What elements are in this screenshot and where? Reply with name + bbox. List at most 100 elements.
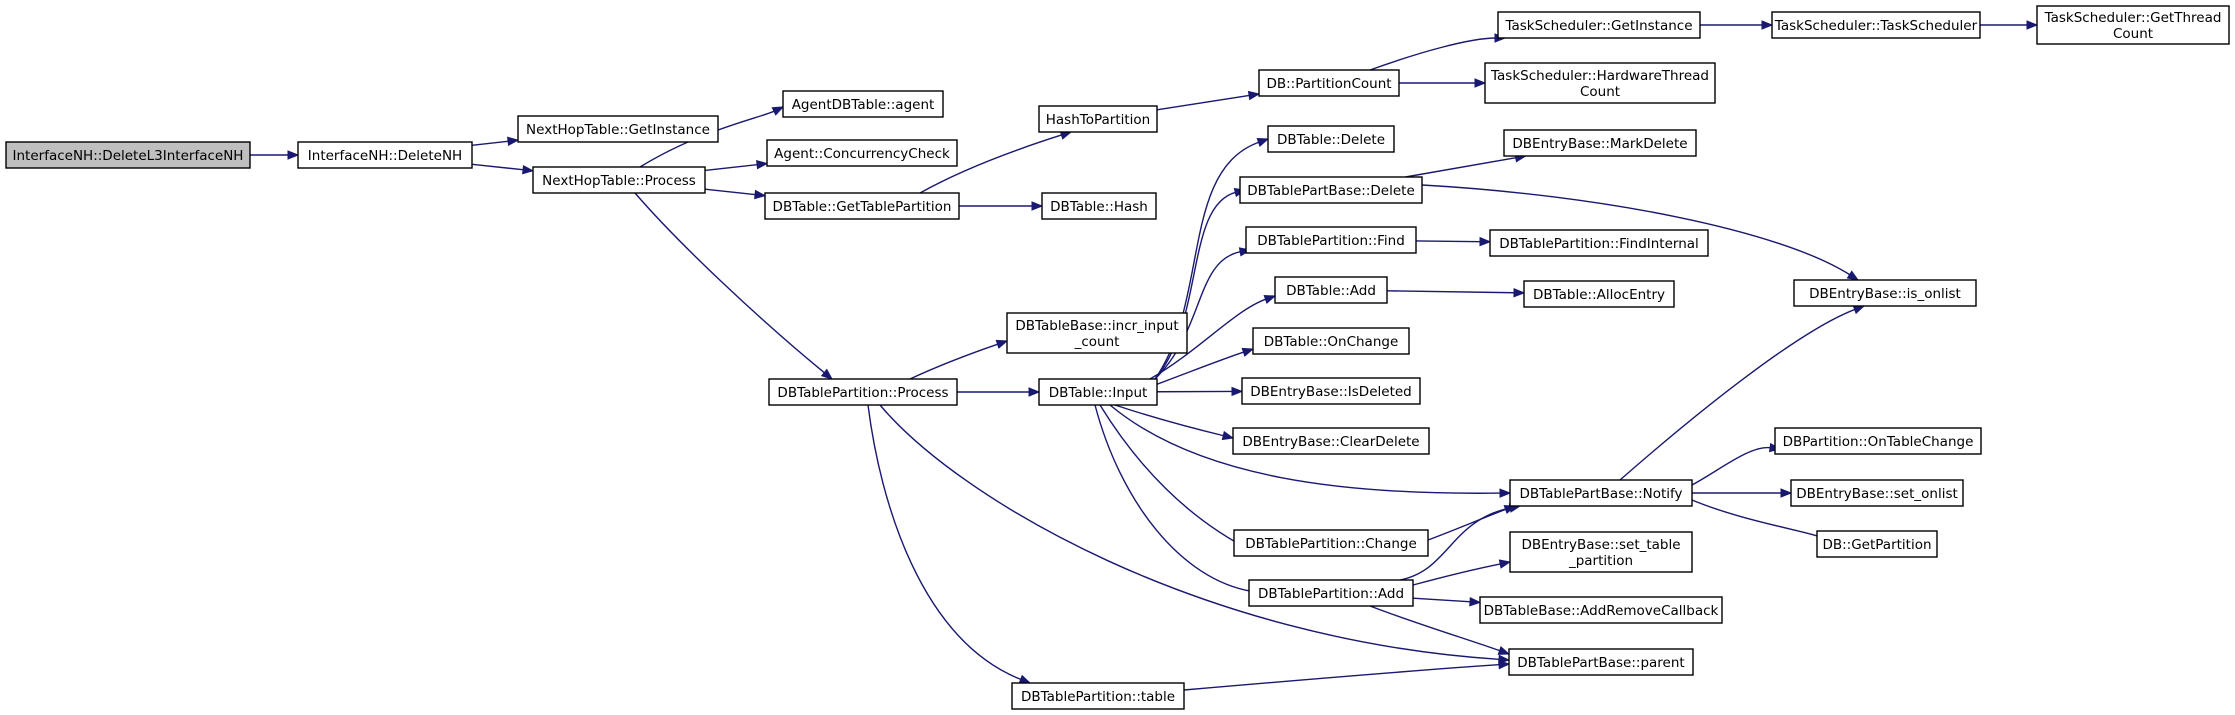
graph-node-n22[interactable]: DBTable::Add <box>1274 276 1388 304</box>
graph-node-n7[interactable]: HashToPartition <box>1038 105 1158 133</box>
graph-node-n23[interactable]: DBTable::OnChange <box>1252 327 1410 355</box>
node-box[interactable] <box>1232 427 1430 455</box>
node-box[interactable] <box>1790 479 1964 507</box>
graph-node-n3[interactable]: NextHopTable::Process <box>532 166 706 194</box>
edge-arrowhead <box>1497 645 1511 655</box>
graph-node-n0[interactable]: InterfaceNH::DeleteL3InterfaceNH <box>5 141 251 169</box>
node-box[interactable] <box>1489 229 1709 257</box>
graph-node-n11[interactable]: TaskScheduler::TaskScheduler <box>1771 11 1981 39</box>
node-box[interactable] <box>1509 479 1693 507</box>
node-box[interactable] <box>1248 579 1414 607</box>
node-box[interactable] <box>517 115 719 143</box>
edge-arrowhead <box>2026 20 2039 30</box>
graph-node-n1[interactable]: InterfaceNH::DeleteNH <box>297 141 473 169</box>
graph-node-n20[interactable]: DBTablePartBase::Delete <box>1239 176 1423 204</box>
node-label: _count <box>1074 334 1120 350</box>
node-box[interactable] <box>1011 682 1185 710</box>
node-box[interactable] <box>1233 529 1429 557</box>
graph-node-n15[interactable]: DBTableBase::incr_input_count <box>1006 312 1188 354</box>
graph-node-n34[interactable]: DBEntryBase::set_onlist <box>1790 479 1964 507</box>
node-label: NextHopTable::GetInstance <box>526 122 710 138</box>
graph-node-n32[interactable]: DBEntryBase::is_onlist <box>1793 279 1977 307</box>
graph-node-n19[interactable]: DBTable::Delete <box>1267 125 1395 153</box>
graph-node-n24[interactable]: DBEntryBase::IsDeleted <box>1241 377 1421 405</box>
graph-node-n33[interactable]: DBPartition::OnTableChange <box>1774 427 1982 455</box>
node-box[interactable] <box>764 192 960 220</box>
graph-node-n37[interactable]: DBTableBase::AddRemoveCallback <box>1479 596 1723 624</box>
graph-node-n5[interactable]: Agent::ConcurrencyCheck <box>766 139 958 167</box>
node-box[interactable] <box>1041 192 1157 220</box>
graph-node-n10[interactable]: TaskScheduler::GetInstance <box>1497 11 1701 39</box>
node-box[interactable] <box>1006 312 1188 354</box>
graph-node-n8[interactable]: DBTable::Hash <box>1041 192 1157 220</box>
node-label: DBTable::Delete <box>1277 132 1385 148</box>
nodes-layer: InterfaceNH::DeleteL3InterfaceNH Interfac… <box>5 5 2230 710</box>
node-box[interactable] <box>1508 648 1694 676</box>
graph-node-n9[interactable]: DB::PartitionCount <box>1258 69 1400 97</box>
node-box[interactable] <box>1245 226 1417 254</box>
node-box[interactable] <box>1258 69 1400 97</box>
graph-node-n6[interactable]: DBTable::GetTablePartition <box>764 192 960 220</box>
edge-line <box>1405 156 1517 178</box>
edge-line <box>1421 184 1851 276</box>
edge-n16-n24 <box>1156 386 1244 397</box>
node-box[interactable] <box>1241 377 1421 405</box>
graph-node-n21[interactable]: DBTablePartition::Find <box>1245 226 1417 254</box>
edge-line <box>909 343 999 380</box>
node-box[interactable] <box>2036 5 2230 45</box>
node-label: DBTable::Hash <box>1050 199 1148 215</box>
node-box[interactable] <box>1793 279 1977 307</box>
node-label: TaskScheduler::TaskScheduler <box>1774 18 1978 34</box>
node-box[interactable] <box>1503 129 1697 157</box>
graph-node-n25[interactable]: DBEntryBase::ClearDelete <box>1232 427 1430 455</box>
node-box[interactable] <box>297 141 473 169</box>
node-box[interactable] <box>768 378 958 406</box>
edge-line <box>1099 404 1255 553</box>
node-label: DBTablePartBase::Delete <box>1247 183 1415 199</box>
node-box[interactable] <box>1038 105 1158 133</box>
node-box[interactable] <box>1774 427 1982 455</box>
graph-node-n14[interactable]: DBTablePartition::Process <box>768 378 958 406</box>
node-box[interactable] <box>1479 596 1723 624</box>
node-box[interactable] <box>1771 11 1981 39</box>
graph-node-n2[interactable]: NextHopTable::GetInstance <box>517 115 719 143</box>
graph-node-n17[interactable]: DBTablePartition::table <box>1011 682 1185 710</box>
edge-n16-n26 <box>1109 404 1512 498</box>
edge-line <box>471 140 510 146</box>
edge-line <box>1156 94 1251 111</box>
node-box[interactable] <box>782 90 944 118</box>
node-box[interactable] <box>766 139 958 167</box>
node-label: Count <box>2113 26 2153 42</box>
node-box[interactable] <box>1497 11 1701 39</box>
graph-node-n4[interactable]: AgentDBTable::agent <box>782 90 944 118</box>
graph-node-n26[interactable]: DBTablePartBase::Notify <box>1509 479 1693 507</box>
node-box[interactable] <box>1274 276 1388 304</box>
node-box[interactable] <box>5 141 251 169</box>
node-box[interactable] <box>532 166 706 194</box>
node-box[interactable] <box>1523 280 1675 308</box>
graph-node-n16[interactable]: DBTable::Input <box>1038 378 1158 406</box>
edge-line <box>471 163 525 171</box>
edge-arrowhead <box>1498 559 1512 569</box>
node-label: TaskScheduler::GetInstance <box>1504 18 1692 34</box>
node-box[interactable] <box>1509 531 1693 573</box>
node-box[interactable] <box>1038 378 1158 406</box>
graph-node-n18[interactable]: DBTablePartBase::parent <box>1508 648 1694 676</box>
graph-node-n35[interactable]: DB::GetPartition <box>1816 530 1938 558</box>
graph-node-n28[interactable]: DBTablePartition::Add <box>1248 579 1414 607</box>
node-box[interactable] <box>1267 125 1395 153</box>
node-label: DBEntryBase::IsDeleted <box>1250 384 1412 400</box>
node-box[interactable] <box>1252 327 1410 355</box>
graph-node-n29[interactable]: DBEntryBase::MarkDelete <box>1503 129 1697 157</box>
graph-node-n30[interactable]: DBTablePartition::FindInternal <box>1489 229 1709 257</box>
graph-node-n27[interactable]: DBTablePartition::Change <box>1233 529 1429 557</box>
node-box[interactable] <box>1239 176 1423 204</box>
node-box[interactable] <box>1484 62 1716 104</box>
graph-node-n36[interactable]: DBEntryBase::set_table_partition <box>1509 531 1693 573</box>
edge-line <box>1369 605 1501 652</box>
node-label: DBTablePartition::Add <box>1258 586 1404 602</box>
node-box[interactable] <box>1816 530 1938 558</box>
graph-node-n31[interactable]: DBTable::AllocEntry <box>1523 280 1675 308</box>
